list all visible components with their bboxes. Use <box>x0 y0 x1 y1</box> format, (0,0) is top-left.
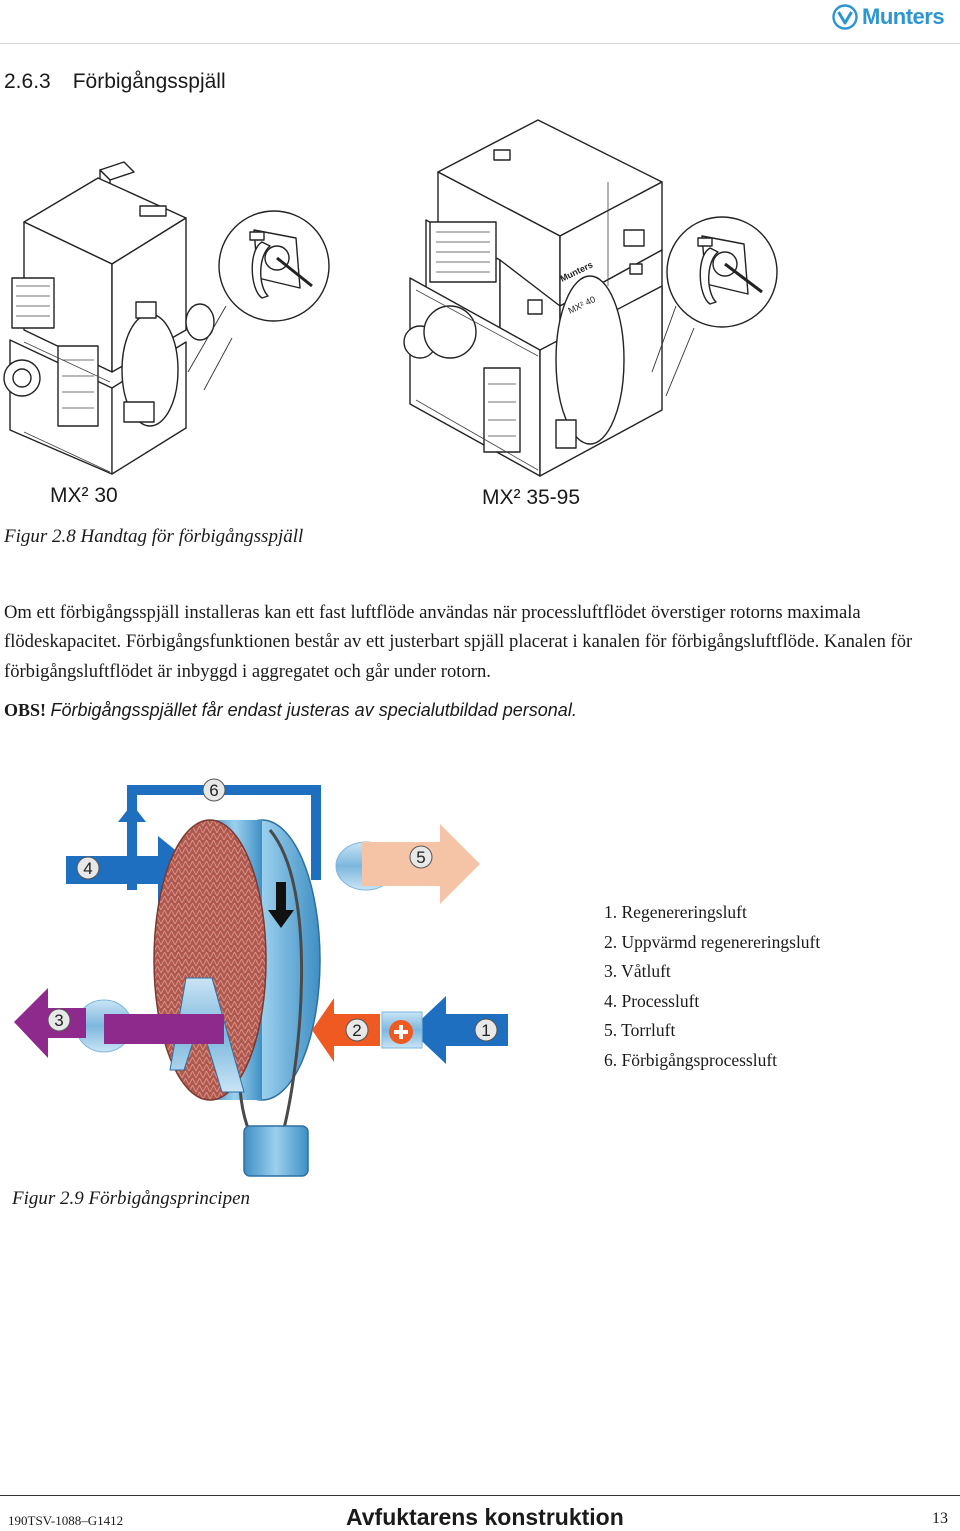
legend-item-2: 2. Uppvärmd regenereringsluft <box>604 931 821 952</box>
legend-item-4: 4. Processluft <box>604 990 700 1011</box>
figure-2-9-caption: Figur 2.9 Förbigångsprincipen <box>12 1188 251 1209</box>
marker-2: 2 <box>352 1021 361 1040</box>
figure-bypass-diagram: 1 2 3 4 5 6 <box>14 778 508 1177</box>
figure-2-8-caption: Figur 2.8 Handtag för förbigångsspjäll <box>4 526 304 547</box>
marker-1: 1 <box>481 1021 490 1040</box>
diagram-markers: 1 2 3 4 5 6 <box>47 778 498 1042</box>
footer-page-number: 13 <box>932 1510 948 1527</box>
figure-unit-drawings: Munters MX² 40 <box>3 119 778 477</box>
drive-belt <box>268 829 304 1137</box>
footer-doc-code: 190TSV-1088–G1412 <box>8 1513 124 1528</box>
handle-callout-right <box>666 216 778 328</box>
munters-logo: Munters <box>832 2 956 32</box>
footer-divider <box>0 1495 960 1496</box>
legend-item-6: 6. Förbigångsprocessluft <box>604 1049 778 1070</box>
legend-item-5: 5. Torrluft <box>604 1020 676 1040</box>
drive-motor <box>243 1125 309 1177</box>
unit-mx2-30-drawing <box>3 161 215 475</box>
logo-text: Munters <box>862 4 945 29</box>
legend-item-3: 3. Våtluft <box>604 961 671 981</box>
obs-label: OBS! <box>4 700 47 720</box>
model-label-mx2-35-95: MX² 35-95 <box>482 486 581 509</box>
handle-callout-left <box>218 210 330 322</box>
section-heading: 2.6.3 Förbigångsspjäll <box>4 70 226 94</box>
unit-mx2-35-95-drawing <box>403 119 663 477</box>
section-title: Förbigångsspjäll <box>72 70 226 93</box>
logo-mark-icon <box>832 4 858 30</box>
marker-3: 3 <box>54 1011 63 1030</box>
model-label-mx2-30: MX² 30 <box>50 484 118 507</box>
diagram-legend: 1. Regenereringsluft 2. Uppvärmd regener… <box>604 898 820 1075</box>
unit-mx2-35-95-grille-lines <box>415 182 609 471</box>
header-divider <box>0 43 960 44</box>
legend-item-1: 1. Regenereringsluft <box>604 902 747 922</box>
body-paragraph: Om ett förbigångsspjäll installeras kan … <box>4 602 913 682</box>
obs-note: OBS! Förbigångsspjället får endast juste… <box>4 700 577 721</box>
unit-mx2-30-grille-lines <box>16 285 113 474</box>
marker-4: 4 <box>83 859 92 878</box>
dry-air-arrow <box>335 824 480 904</box>
footer-chapter-title: Avfuktarens konstruktion <box>346 1504 624 1530</box>
obs-text: Förbigångsspjället får endast justeras a… <box>50 700 577 720</box>
rotation-arrow-icon <box>268 882 294 928</box>
marker-5: 5 <box>416 848 425 867</box>
heater <box>381 1011 423 1049</box>
wet-air-arrow <box>14 988 224 1058</box>
section-number: 2.6.3 <box>4 70 51 93</box>
rotor-face <box>153 819 267 1101</box>
marker-6: 6 <box>209 781 218 800</box>
